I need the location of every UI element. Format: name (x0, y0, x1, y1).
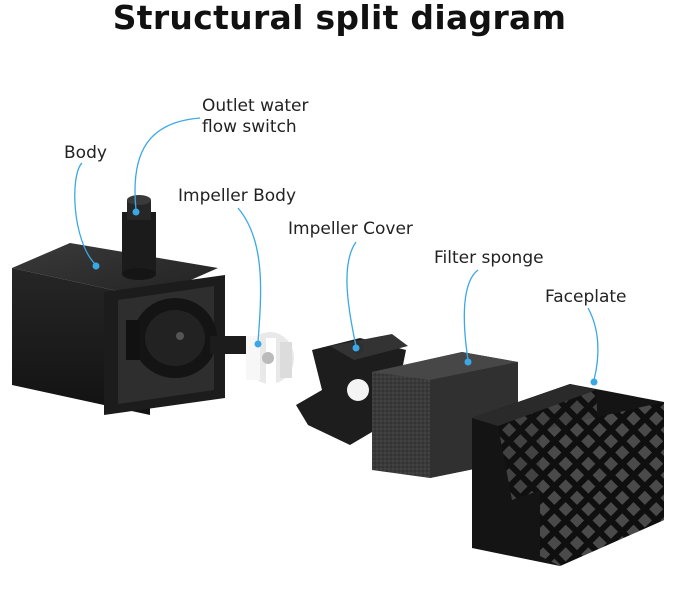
impeller (246, 332, 294, 388)
outlet-tube (122, 195, 156, 280)
label-filter-sponge: Filter sponge (434, 248, 544, 268)
callout-dot-faceplate (590, 378, 598, 386)
label-body: Body (64, 143, 107, 163)
callout-line-body (74, 162, 96, 265)
callout-line-faceplate (587, 307, 599, 381)
label-faceplate: Faceplate (545, 287, 627, 307)
callout-line-impeller-body (237, 207, 262, 343)
callout-line-outlet (134, 117, 201, 211)
label-outlet-water-flow-switch: Outlet water flow switch (202, 96, 342, 138)
callout-line-filter-sponge (463, 269, 479, 361)
label-outlet-line1: Outlet water (202, 96, 309, 116)
callout-dot-impeller-body (254, 340, 262, 348)
callout-dot-outlet (132, 208, 140, 216)
impeller-shaft (210, 336, 248, 354)
faceplate-part (472, 384, 664, 566)
diagram-title: Structural split diagram (112, 0, 567, 37)
pump-body (12, 243, 225, 415)
callout-dots (92, 208, 598, 386)
label-impeller-cover: Impeller Cover (288, 219, 413, 239)
callout-dot-impeller-cover (352, 344, 360, 352)
callouts (74, 117, 599, 381)
label-outlet-line2: flow switch (202, 117, 297, 137)
label-impeller-body: Impeller Body (178, 186, 297, 206)
callout-dot-filter-sponge (464, 358, 472, 366)
callout-line-impeller-cover (346, 241, 357, 347)
callout-dot-body (92, 262, 100, 270)
